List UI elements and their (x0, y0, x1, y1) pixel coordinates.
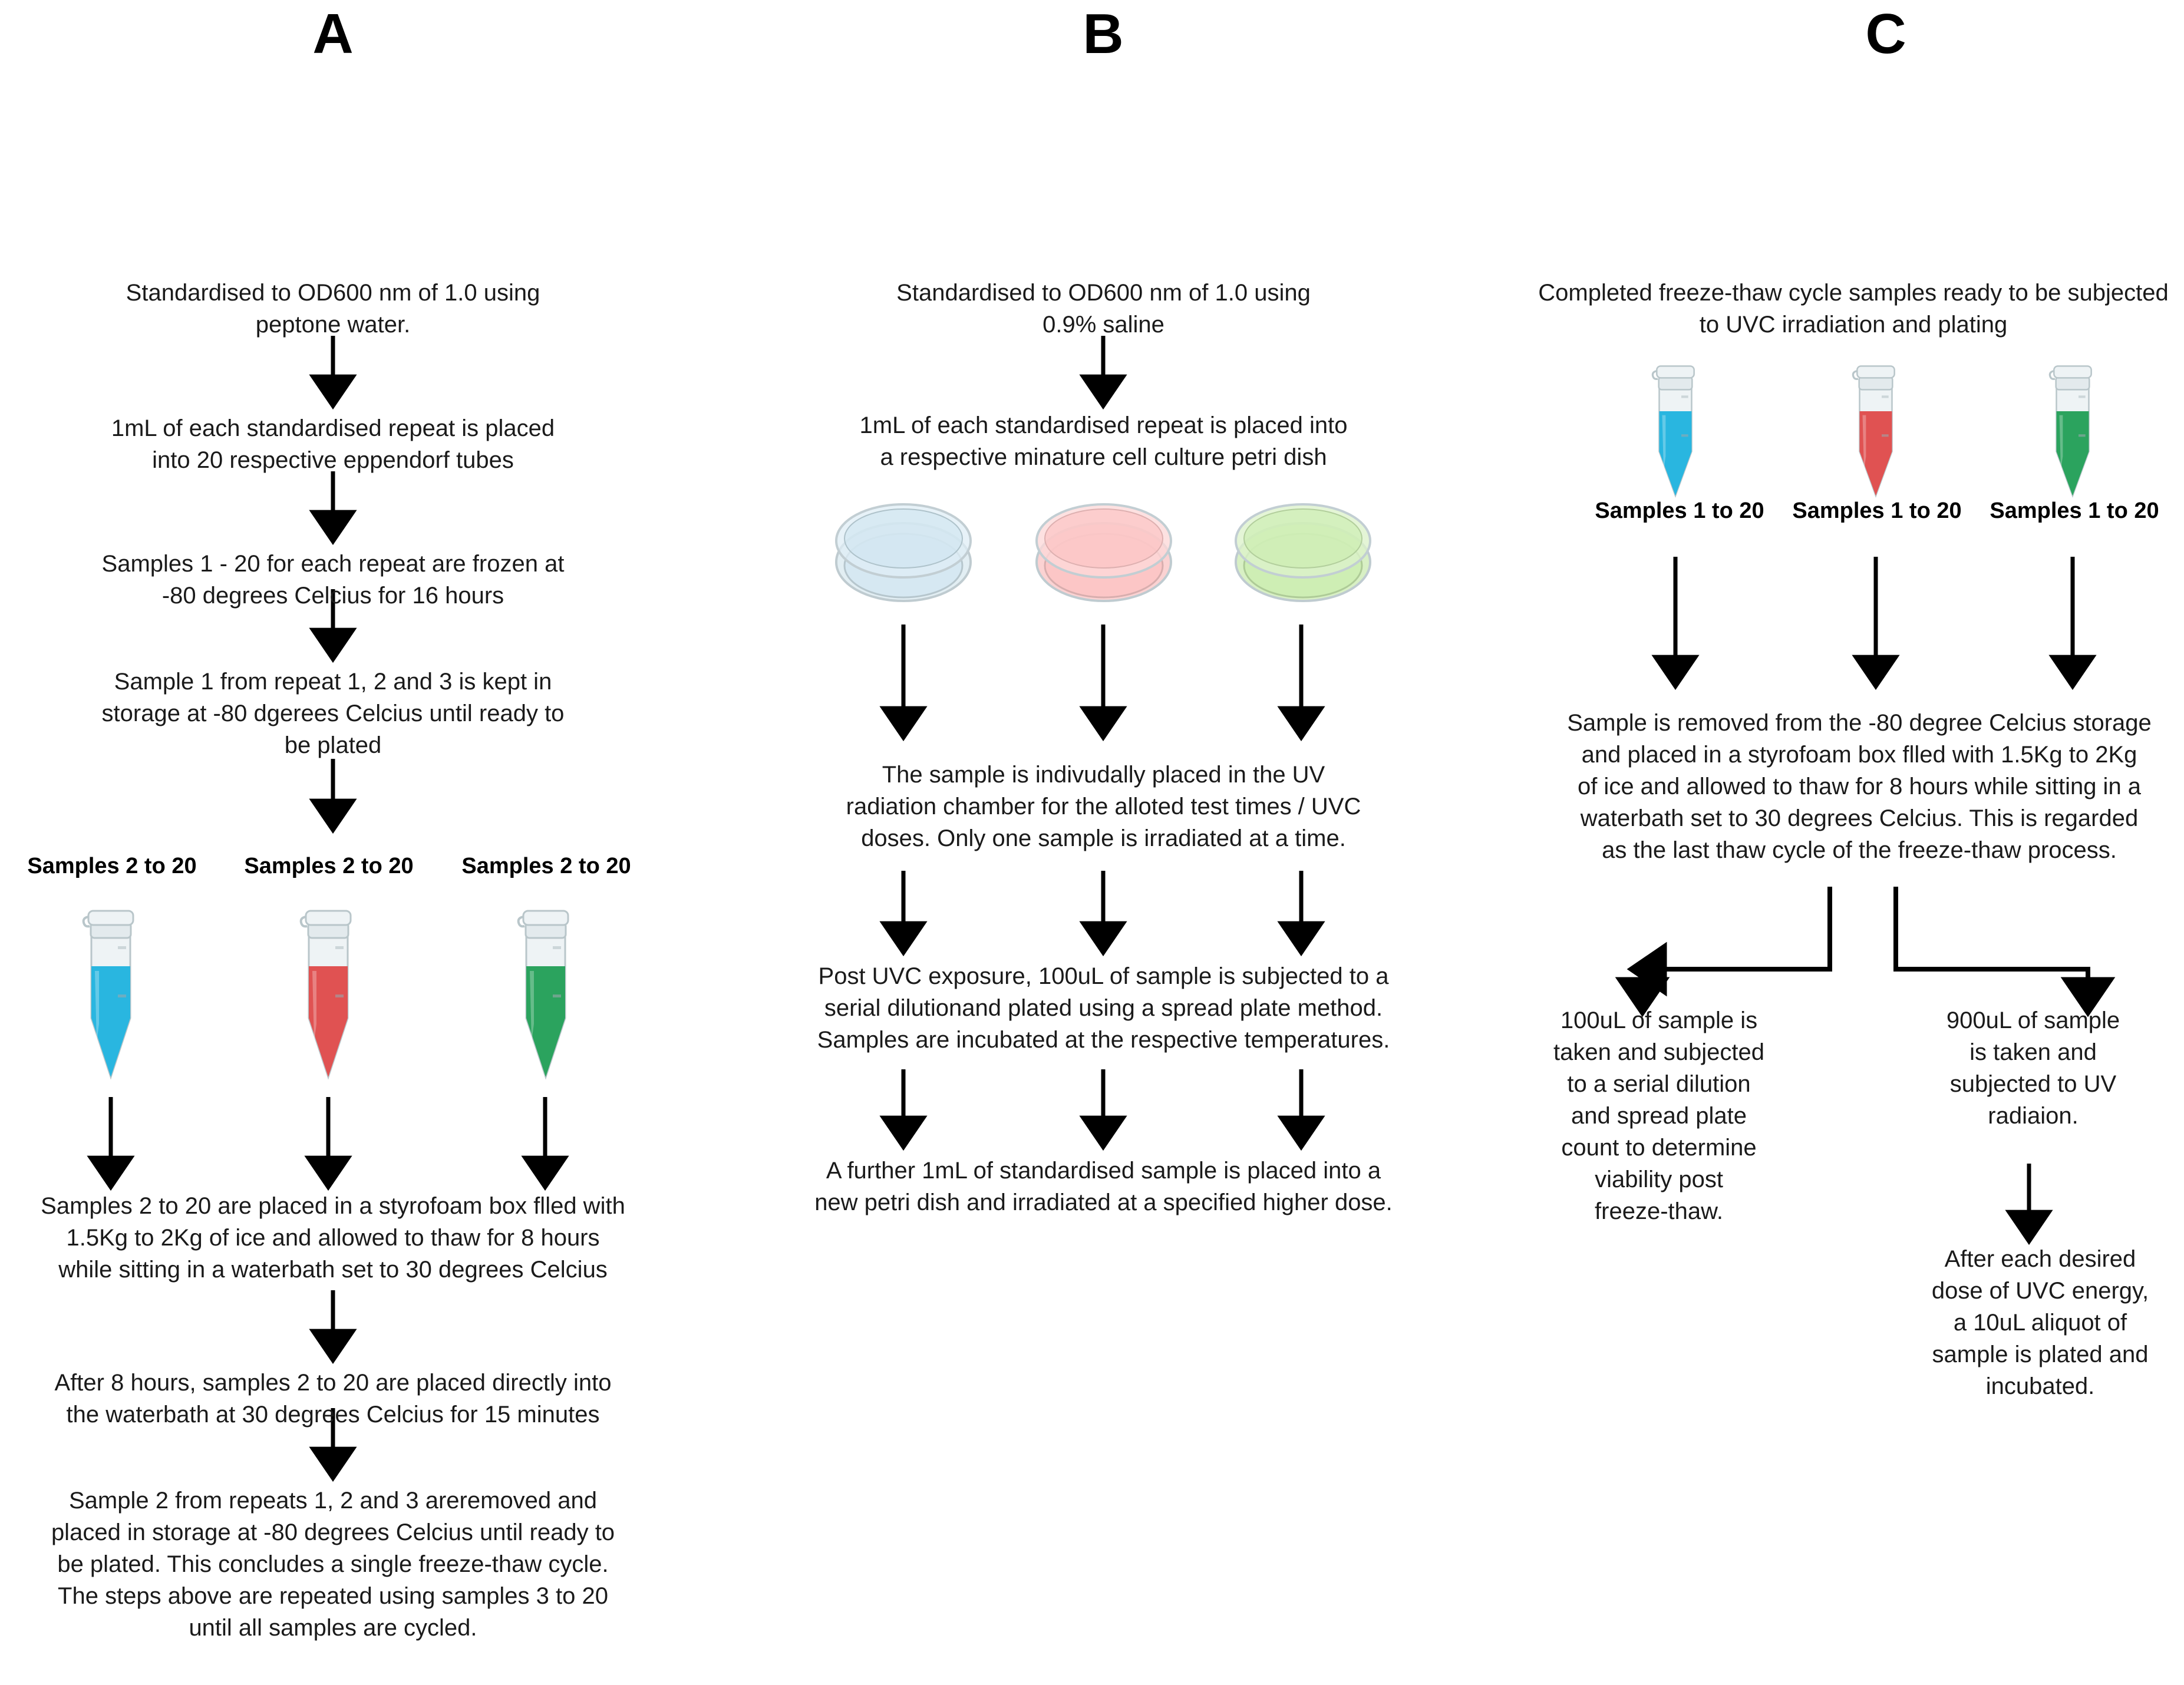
eppendorf-tube-red-a (299, 910, 352, 1080)
panel-b-step-5: A further 1mL of standardised sample is … (814, 1158, 1393, 1215)
panel-c-step-2: Sample is removed from the -80 degree Ce… (1567, 710, 2152, 863)
panel-c-step-3: 100uL of sample is taken and subjected t… (1553, 1007, 1765, 1224)
panel-a-step-1: Standardised to OD600 nm of 1.0 using pe… (126, 280, 540, 338)
panel-a-step-2: 1mL of each standardised repeat is place… (111, 415, 555, 473)
panel-letter-a: A (312, 2, 354, 65)
eppendorf-tube-green-a (517, 910, 569, 1080)
panel-a-tube-label-3: Samples 2 to 20 (461, 854, 631, 878)
panel-a-tube-label-1: Samples 2 to 20 (27, 854, 197, 878)
panel-b-step-1: Standardised to OD600 nm of 1.0 using 0.… (896, 280, 1311, 338)
panel-c-tube-label-1: Samples 1 to 20 (1595, 498, 1764, 523)
panel-b-step-2: 1mL of each standardised repeat is place… (859, 412, 1348, 470)
panel-a-tube-label-2: Samples 2 to 20 (244, 854, 414, 878)
panel-b-step-3: The sample is indivudally placed in the … (846, 762, 1361, 851)
panel-c-tube-label-2: Samples 1 to 20 (1792, 498, 1962, 523)
panel-c-tube-label-3: Samples 1 to 20 (1990, 498, 2159, 523)
panel-a-step-5: Samples 2 to 20 are placed in a styrofoa… (41, 1193, 625, 1283)
panel-a-step-4: Sample 1 from repeat 1, 2 and 3 is kept … (101, 669, 565, 758)
eppendorf-tube-blue-c (1651, 365, 1695, 498)
panel-a-step-3: Samples 1 - 20 for each repeat are froze… (101, 551, 565, 609)
petri-dish-pink (1035, 503, 1172, 602)
panel-c-step-1: Completed freeze-thaw cycle samples read… (1538, 280, 2169, 338)
panel-a-step-7: Sample 2 from repeats 1, 2 and 3 areremo… (51, 1488, 615, 1641)
petri-dish-blue (835, 503, 972, 602)
petri-dish-green (1235, 503, 1371, 602)
panel-c-step-5: After each desired dose of UVC energy, a… (1931, 1246, 2149, 1399)
panel-b-step-4: Post UVC exposure, 100uL of sample is su… (817, 963, 1390, 1053)
eppendorf-tube-blue-a (82, 910, 134, 1080)
eppendorf-tube-green-c (2048, 365, 2092, 498)
panel-letter-c: C (1865, 2, 1906, 65)
panel-a-step-6: After 8 hours, samples 2 to 20 are place… (54, 1370, 612, 1428)
eppendorf-tube-red-c (1852, 365, 1895, 498)
panel-letter-b: B (1083, 2, 1124, 65)
panel-c-step-4: 900uL of sample is taken and subjected t… (1946, 1007, 2120, 1129)
